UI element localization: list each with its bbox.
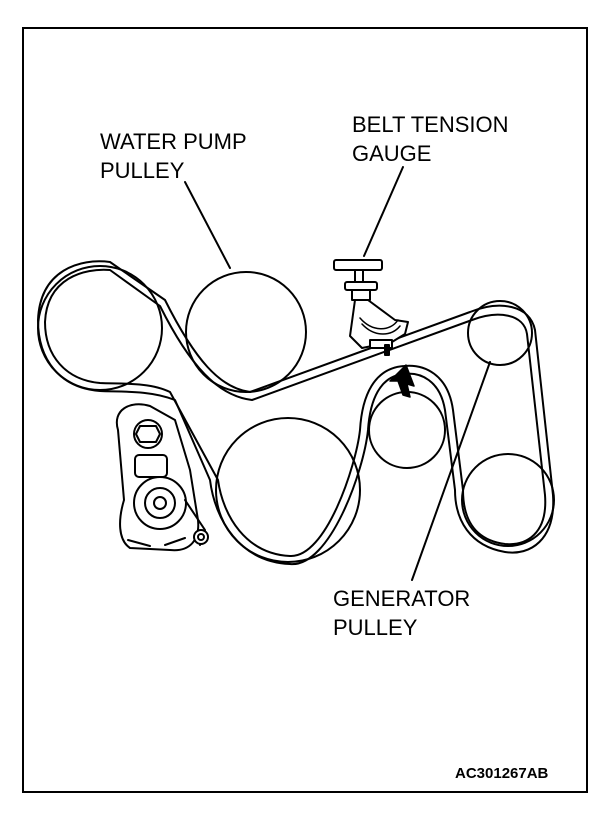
auto-tensioner: [115, 403, 209, 552]
belt-gauge-label: BELT TENSION GAUGE: [352, 110, 509, 168]
generator-leader: [411, 361, 491, 581]
generator-label-line1: GENERATOR: [333, 586, 471, 611]
drive-belt-inner: [44, 268, 547, 558]
belt-tension-gauge: [333, 259, 409, 356]
generator-label-line2: PULLEY: [333, 615, 418, 640]
crankshaft-pulley: [215, 417, 361, 563]
water-pump-label-line2: PULLEY: [100, 158, 185, 183]
gauge-leader: [363, 166, 404, 257]
figure-code: AC301267AB: [455, 765, 549, 782]
push-arrow: [389, 364, 415, 398]
belt-gauge-label-line2: GAUGE: [352, 141, 432, 166]
water-pump-leader: [184, 181, 231, 269]
water-pump-label-line1: WATER PUMP: [100, 129, 247, 154]
lower-right-pulley: [461, 453, 555, 547]
belt-gauge-label-line1: BELT TENSION: [352, 112, 509, 137]
idler-pulley: [368, 391, 446, 469]
drive-belt-outer: [37, 260, 555, 566]
figure-frame: [22, 27, 588, 793]
water-pump-label: WATER PUMP PULLEY: [100, 127, 247, 185]
generator-label: GENERATOR PULLEY: [333, 584, 470, 642]
